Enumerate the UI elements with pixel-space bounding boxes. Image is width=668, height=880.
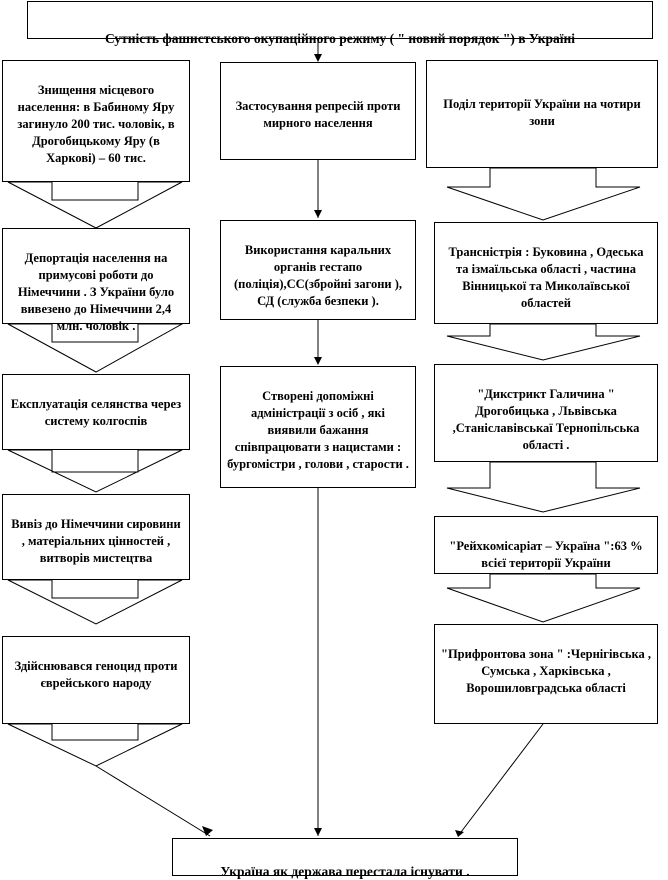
block-arrow-left-2: [7, 323, 184, 373]
left-box-export: Вивіз до Німеччини сировини , матеріальн…: [2, 494, 190, 580]
left-box-text: Експлуатація селянства через систему кол…: [10, 397, 182, 428]
arrowhead-left-bottom: [202, 826, 213, 836]
right-box-division: Поділ території України на чотири зони: [426, 60, 658, 168]
right-box-galicia: "Дикстрикт Галичина " Дрогобицька , Льві…: [434, 364, 658, 462]
block-arrow-right-2: [446, 323, 641, 361]
arrowhead-right-bottom: [455, 830, 464, 837]
conclusion-box: Україна як держава перестала існувати .: [172, 838, 518, 879]
middle-box-text: Використання каральних органів гестапо (…: [233, 243, 403, 308]
left-box-text: Здійснювався геноцид проти єврейського н…: [14, 659, 178, 690]
right-box-text: Трансністрія : Буковина , Одеська та ізм…: [448, 245, 644, 310]
middle-box-punitive-organs: Використання каральних органів гестапо (…: [220, 220, 416, 320]
middle-box-text: Застосування репресій проти мирного насе…: [235, 99, 401, 130]
connector-right-bottom: [457, 723, 544, 837]
title-box: Сутність фашистського окупаційного режим…: [27, 1, 653, 46]
block-arrow-right-1: [446, 167, 641, 221]
right-box-frontline-zone: "Прифронтова зона " :Чернігівська , Сумс…: [434, 624, 658, 724]
connector-left-bottom: [95, 765, 211, 837]
block-arrow-left-4: [7, 579, 183, 625]
block-arrow-left-1: [7, 181, 183, 229]
left-box-genocide: Здійснювався геноцид проти єврейського н…: [2, 636, 190, 724]
right-box-transnistria: Трансністрія : Буковина , Одеська та ізм…: [434, 222, 658, 324]
left-box-text: Депортація населення на примусові роботи…: [17, 251, 175, 333]
block-arrow-right-3: [446, 461, 641, 513]
right-box-text: "Прифронтова зона " :Чернігівська , Сумс…: [441, 647, 651, 695]
arrowhead-middle-1: [314, 210, 322, 218]
middle-box-administrations: Створені допоміжні адміністрації з осіб …: [220, 366, 416, 488]
left-box-text: Вивіз до Німеччини сировини , матеріальн…: [11, 517, 181, 565]
right-box-text: "Дикстрикт Галичина " Дрогобицька , Льві…: [452, 387, 640, 452]
arrowhead-middle-2: [314, 357, 322, 365]
right-box-text: "Рейхкомісаріат – Україна ":63 % всієї т…: [449, 539, 643, 570]
title-text: Сутність фашистського окупаційного режим…: [104, 31, 576, 46]
conclusion-text: Україна як держава перестала існувати .: [220, 864, 470, 879]
left-box-extermination: Знищення місцевого населення: в Бабиному…: [2, 60, 190, 182]
block-arrow-left-5: [7, 723, 183, 767]
right-box-reichskommissariat: "Рейхкомісаріат – Україна ":63 % всієї т…: [434, 516, 658, 574]
middle-box-repressions: Застосування репресій проти мирного насе…: [220, 62, 416, 160]
left-box-text: Знищення місцевого населення: в Бабиному…: [17, 83, 175, 165]
left-box-deportation: Депортація населення на примусові роботи…: [2, 228, 190, 333]
arrowhead-title-middle: [314, 54, 322, 62]
block-arrow-right-4: [446, 573, 641, 623]
left-box-exploitation: Експлуатація селянства через систему кол…: [2, 374, 190, 450]
arrowhead-middle-3: [314, 828, 322, 836]
right-box-text: Поділ території України на чотири зони: [443, 97, 641, 128]
block-arrow-left-3: [7, 449, 183, 493]
middle-box-text: Створені допоміжні адміністрації з осіб …: [227, 389, 409, 471]
